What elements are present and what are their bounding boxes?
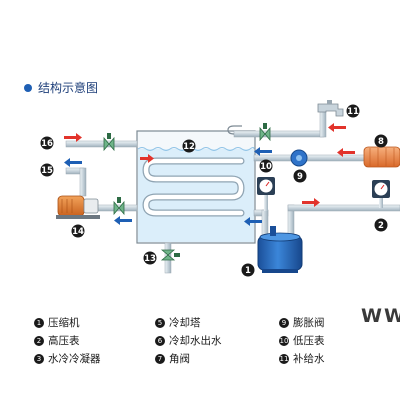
callout-16-text: 16 <box>41 139 53 149</box>
legend-label: 膨胀阀 <box>293 317 325 329</box>
legend-label: 冷却水出水 <box>169 335 222 347</box>
callout-11-text: 11 <box>347 107 359 117</box>
callout-8-text: 8 <box>378 137 384 147</box>
legend-number: 2 <box>34 335 44 346</box>
compressor <box>257 226 303 273</box>
watermark: WW <box>361 305 400 327</box>
legend-number: 1 <box>34 317 44 328</box>
callout-13: 13 <box>143 251 157 265</box>
arrow-left-coil <box>337 148 355 157</box>
diagram-title-text: 结构示意图 <box>38 81 99 95</box>
legend-number: 5 <box>155 317 165 328</box>
callout-9-text: 9 <box>297 172 303 182</box>
legend-item: 11 补给水 <box>279 351 325 366</box>
tank-overflow-pipe <box>227 125 242 135</box>
callout-10: 10 <box>259 159 273 173</box>
arrow-left-tank-top <box>254 147 272 156</box>
callout-10-text: 10 <box>260 162 272 172</box>
callout-8: 8 <box>374 134 388 148</box>
legend-number: 10 <box>279 335 289 346</box>
callout-14: 14 <box>71 224 85 238</box>
callout-15: 15 <box>40 163 54 177</box>
legend-number: 6 <box>155 335 165 346</box>
callout-1: 1 <box>241 263 255 277</box>
arrow-in-tap <box>328 123 346 132</box>
callout-1-text: 1 <box>245 266 251 276</box>
callout-2-text: 2 <box>378 221 384 231</box>
legend-item: 10 低压表 <box>279 333 325 348</box>
heat-exchanger-8 <box>363 146 400 168</box>
callout-13-text: 13 <box>144 254 156 264</box>
arrow-left-tank-bottom <box>114 216 132 225</box>
callout-12: 12 <box>182 139 196 153</box>
legend-number: 9 <box>279 317 289 328</box>
legend-item: 2 高压表 <box>34 333 80 348</box>
arrow-left-compressor <box>244 217 262 226</box>
arrow-out-15 <box>64 158 82 167</box>
arrow-into-coil <box>140 154 154 163</box>
legend-item: 7 角阀 <box>155 351 190 366</box>
callout-11: 11 <box>346 104 360 118</box>
legend-number: 3 <box>34 353 44 364</box>
legend-label: 角阀 <box>169 353 190 365</box>
callout-9: 9 <box>293 169 307 183</box>
diagram-title: 结构示意图 <box>24 79 98 96</box>
legend-label: 补给水 <box>293 353 325 365</box>
valve-inlet <box>103 133 115 152</box>
water-pump <box>56 195 100 219</box>
legend-item: 9 膨胀阀 <box>279 315 325 330</box>
serpentine-coil <box>142 157 245 217</box>
title-bullet-icon <box>24 83 32 92</box>
supply-water-faucet <box>317 100 344 117</box>
legend-item: 6 冷却水出水 <box>155 333 222 348</box>
legend-label: 高压表 <box>48 335 80 347</box>
callout-12-text: 12 <box>183 142 195 152</box>
expansion-valve <box>290 149 308 167</box>
tank <box>136 130 256 244</box>
high-pressure-gauge <box>372 180 390 198</box>
callout-14-text: 14 <box>72 227 84 237</box>
legend-item: 1 压缩机 <box>34 315 80 330</box>
legend-item: 3 水冷冷凝器 <box>34 351 101 366</box>
low-pressure-gauge <box>257 177 275 195</box>
legend-number: 7 <box>155 353 165 364</box>
legend-label: 低压表 <box>293 335 325 347</box>
callout-15-text: 15 <box>41 166 53 176</box>
callout-2: 2 <box>374 218 388 232</box>
legend-label: 冷却塔 <box>169 317 201 329</box>
legend-label: 水冷冷凝器 <box>48 353 101 365</box>
valve-drain <box>160 249 180 261</box>
callout-16: 16 <box>40 136 54 150</box>
legend-item: 5 冷却塔 <box>155 315 201 330</box>
flow-arrows <box>64 123 355 226</box>
valve-pump-line <box>113 197 125 216</box>
legend-label: 压缩机 <box>48 317 80 329</box>
valve-outlet-top <box>259 123 271 142</box>
arrow-right-discharge <box>302 198 320 207</box>
legend-number: 11 <box>279 353 289 364</box>
arrow-in-16 <box>64 133 82 142</box>
